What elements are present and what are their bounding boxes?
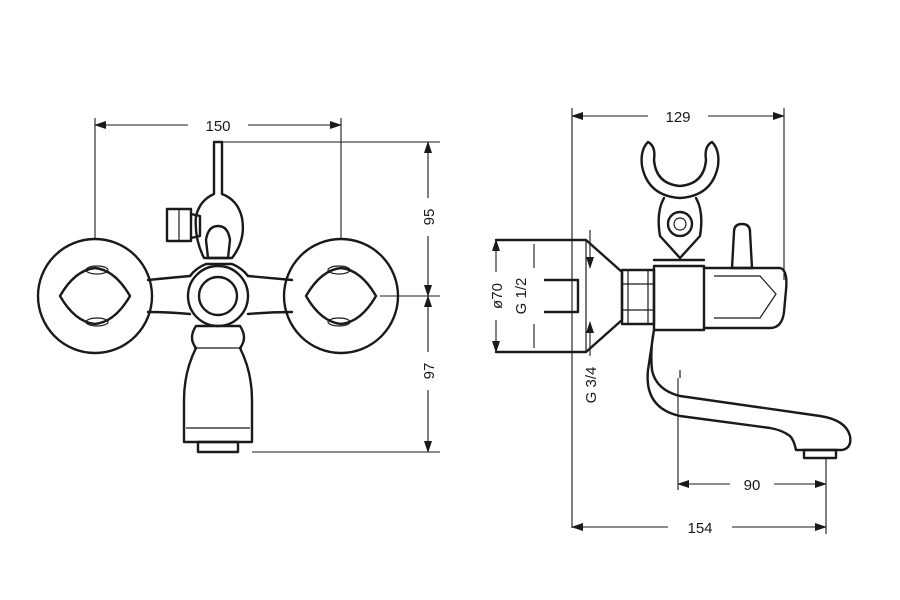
shower-outlet	[165, 207, 202, 243]
side-spout	[646, 328, 852, 460]
dim-side-top-width: 129	[665, 109, 690, 126]
dim-side-flange-diameter: ø70	[489, 283, 506, 309]
side-dimensions: 129 ø70 G 1/2 G 3/4 90 154	[486, 104, 827, 537]
shower-hook	[640, 140, 720, 260]
dim-side-wall-thread: G 3/4	[583, 367, 600, 404]
side-lever	[730, 222, 754, 270]
side-body	[652, 258, 788, 332]
hex-nut	[620, 268, 656, 326]
front-dimensions: 150 95 97	[94, 113, 440, 453]
left-handle	[36, 237, 154, 355]
front-view	[36, 140, 400, 454]
dim-front-upper-height: 95	[421, 209, 438, 226]
label-bg	[188, 113, 248, 135]
dim-front-lower-height: 97	[421, 363, 438, 380]
dim-front-width: 150	[205, 118, 230, 135]
dim-side-inlet-thread: G 1/2	[513, 278, 530, 315]
side-view	[494, 140, 852, 460]
front-spout	[182, 324, 254, 454]
body-arms	[146, 262, 294, 316]
diverter-lever	[194, 140, 245, 260]
diverter-knob	[186, 264, 250, 328]
dim-side-spout-offset: 90	[744, 477, 761, 494]
dim-side-total-depth: 154	[687, 520, 712, 537]
